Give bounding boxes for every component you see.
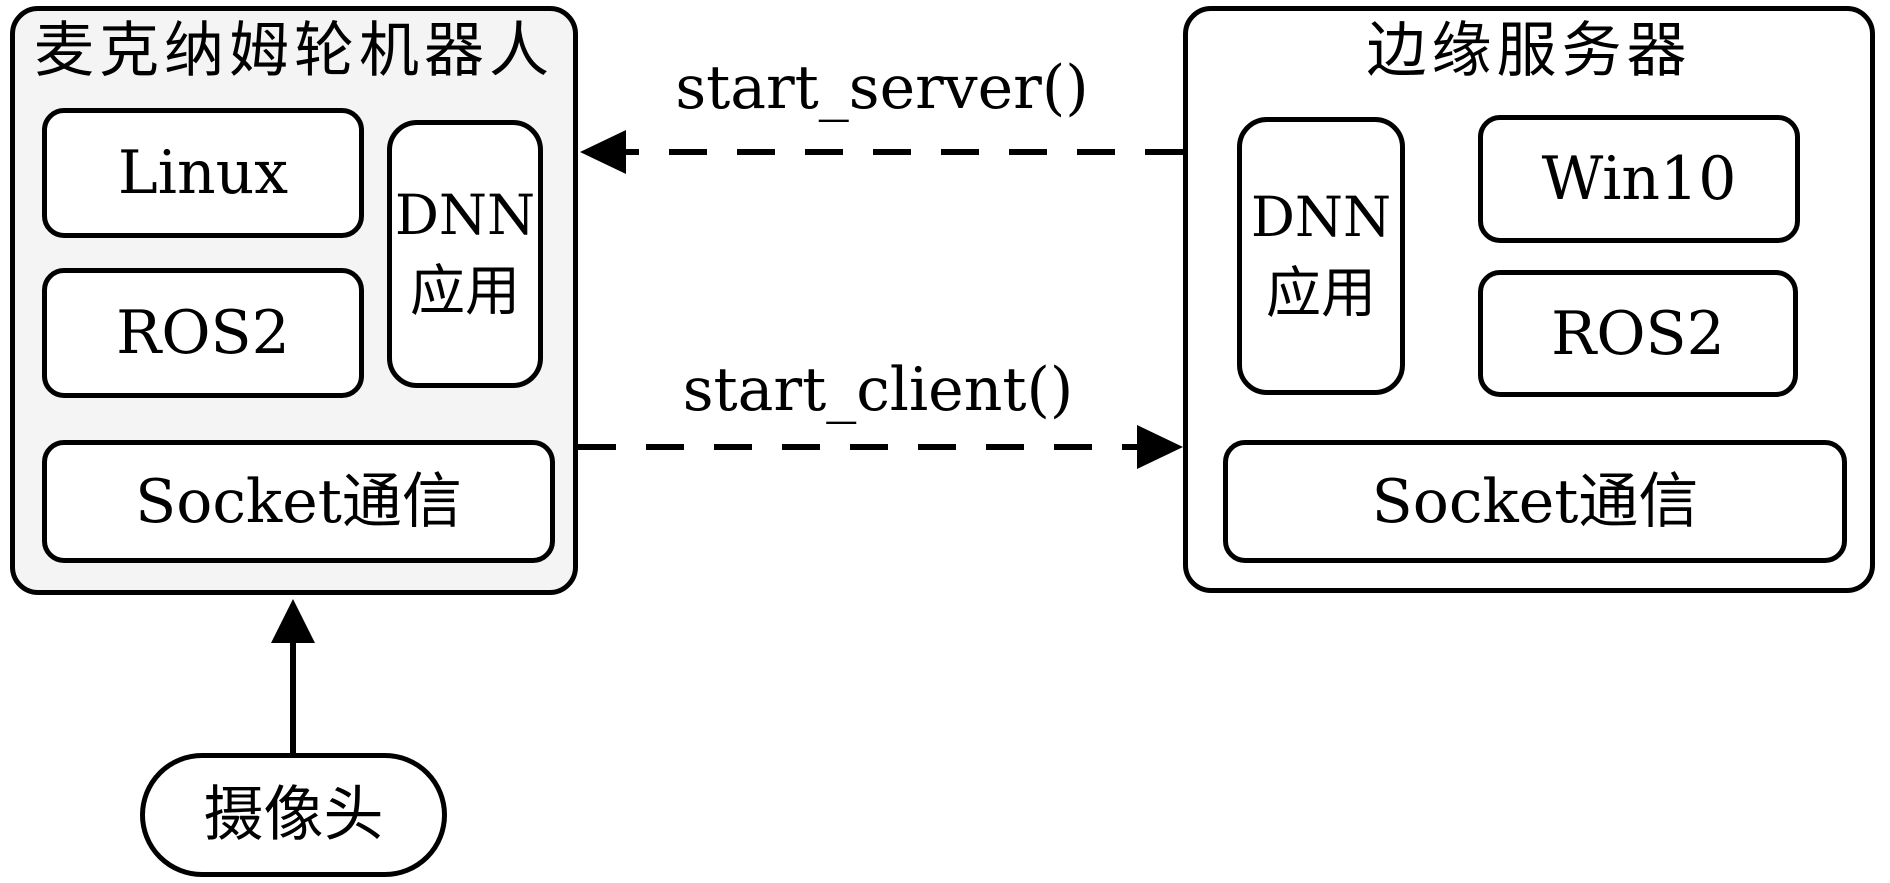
- server-win10-label: Win10: [1541, 144, 1737, 214]
- server-socket-label: Socket通信: [1371, 466, 1699, 537]
- server-ros2-box: ROS2: [1478, 270, 1798, 397]
- server-title: 边缘服务器: [1366, 16, 1692, 86]
- start-client-label: start_client(): [682, 355, 1074, 425]
- server-socket-box: Socket通信: [1223, 440, 1847, 563]
- robot-dnn-label: DNN 应用: [394, 183, 536, 323]
- server-ros2-label: ROS2: [1551, 298, 1725, 369]
- robot-ros2-label: ROS2: [116, 298, 290, 368]
- camera-arrowhead-up-icon: [271, 599, 315, 643]
- camera-label: 摄像头: [203, 780, 384, 850]
- robot-title: 麦克纳姆轮机器人: [34, 16, 554, 86]
- start-client-arrowhead-right-icon: [1137, 425, 1183, 469]
- start-server-label: start_server(): [675, 53, 1089, 123]
- robot-socket-box: Socket通信: [42, 440, 555, 563]
- server-dnn-box: DNN 应用: [1237, 117, 1405, 395]
- server-win10-box: Win10: [1478, 115, 1800, 243]
- robot-dnn-box: DNN 应用: [387, 120, 543, 388]
- robot-linux-label: Linux: [117, 138, 289, 208]
- robot-ros2-box: ROS2: [42, 268, 364, 398]
- camera-node: 摄像头: [140, 753, 447, 877]
- server-dnn-label: DNN 应用: [1250, 185, 1392, 325]
- robot-socket-label: Socket通信: [135, 466, 462, 537]
- robot-linux-box: Linux: [42, 108, 364, 238]
- start-server-arrowhead-left-icon: [580, 130, 626, 174]
